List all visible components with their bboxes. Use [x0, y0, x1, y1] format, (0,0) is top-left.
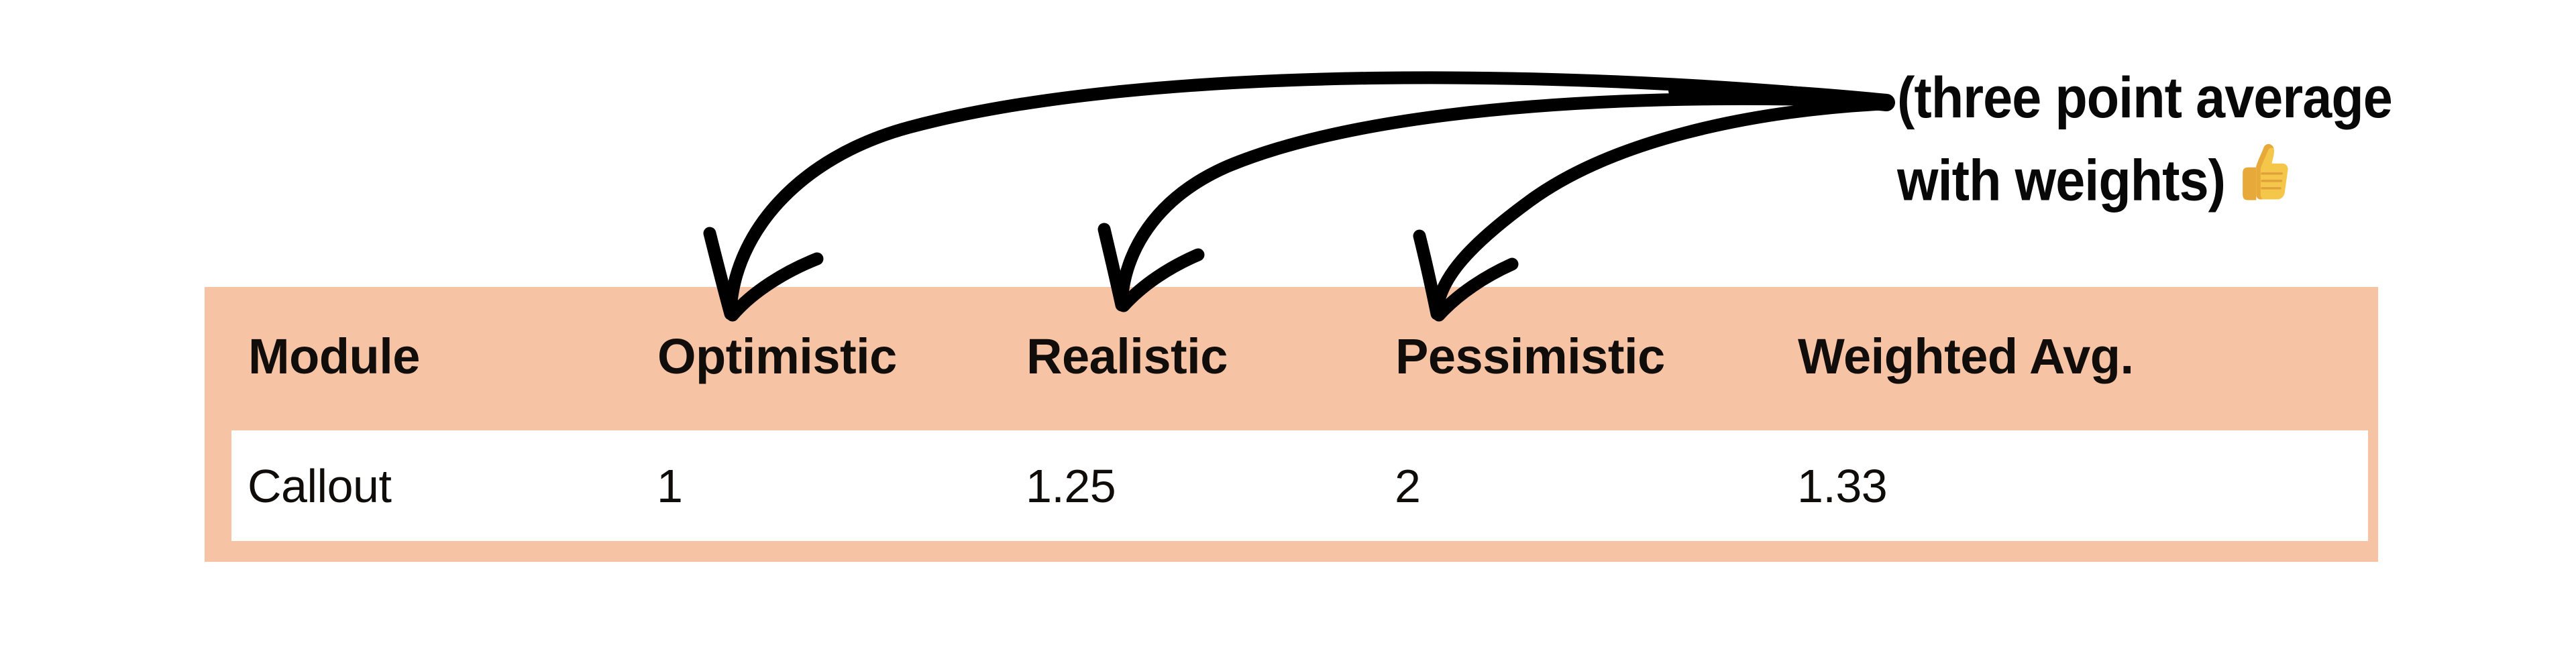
- column-header-optimistic: Optimistic: [657, 329, 897, 384]
- cell-pessimistic: 2: [1379, 430, 1798, 541]
- arrow-tail-shared: [1668, 82, 1895, 111]
- cell-weighted-avg: 1.33: [1781, 430, 2368, 541]
- cell-module: Callout: [231, 430, 651, 541]
- annotation-line-2: with weights): [1897, 148, 2226, 213]
- column-header-pessimistic: Pessimistic: [1395, 329, 1665, 384]
- column-header-weighted-avg: Weighted Avg.: [1798, 329, 2134, 384]
- annotation-callout: (three point average with weights): [1897, 59, 2520, 229]
- arrow-to-pessimistic-shaft: [1430, 97, 1888, 316]
- annotation-line-2-wrap: with weights): [1897, 137, 2520, 229]
- table-body: Callout 1 1.25 2 1.33: [205, 426, 2378, 562]
- table-header-row: Module Optimistic Realistic Pessimistic …: [205, 287, 2378, 426]
- arrow-to-optimistic-shaft: [724, 71, 1888, 316]
- cell-optimistic: 1: [641, 430, 1060, 541]
- annotation-line-1: (three point average: [1897, 66, 2393, 130]
- column-header-module: Module: [248, 329, 420, 384]
- estimation-table: Module Optimistic Realistic Pessimistic …: [205, 287, 2378, 562]
- cell-realistic: 1.25: [1010, 430, 1395, 541]
- thumbs-up-icon: [2229, 137, 2296, 229]
- arrow-to-realistic-shaft: [1115, 92, 1888, 308]
- column-header-realistic: Realistic: [1026, 329, 1228, 384]
